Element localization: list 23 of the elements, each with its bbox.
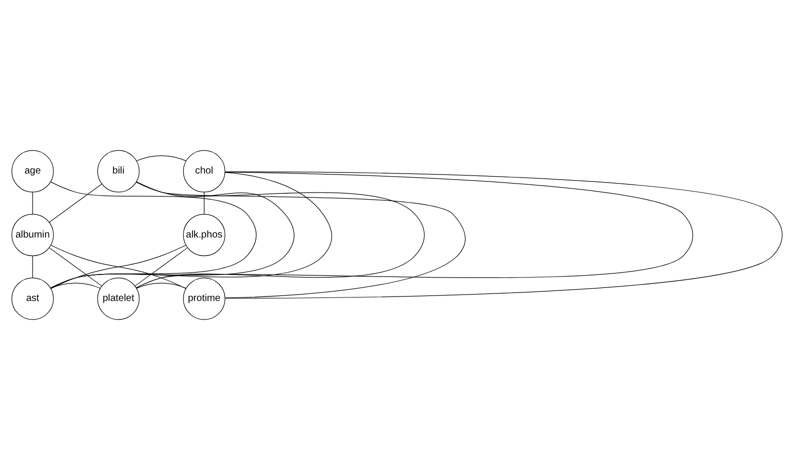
node-circle: platelet: [97, 277, 140, 320]
connector: [136, 282, 186, 288]
connector: [32, 255, 33, 278]
node-circle: chol: [183, 150, 226, 192]
node-circle: albumin: [12, 213, 54, 256]
connector: [50, 282, 100, 288]
connector: [50, 180, 294, 288]
node-circle: alk.phos: [183, 213, 226, 256]
node-circle: protime: [183, 277, 226, 320]
connector: [50, 244, 186, 288]
connector: [136, 154, 186, 161]
connector: [32, 191, 33, 214]
connector: [134, 247, 188, 286]
connector: [50, 172, 332, 288]
connector: [136, 181, 465, 298]
node-circle: ast: [12, 277, 54, 320]
connector: [49, 247, 102, 286]
node-circle: age: [12, 150, 54, 192]
connector: [50, 181, 257, 288]
connector: [136, 171, 694, 288]
node-circle: bili: [97, 150, 140, 192]
connector: [49, 183, 102, 222]
connector: [224, 171, 782, 298]
